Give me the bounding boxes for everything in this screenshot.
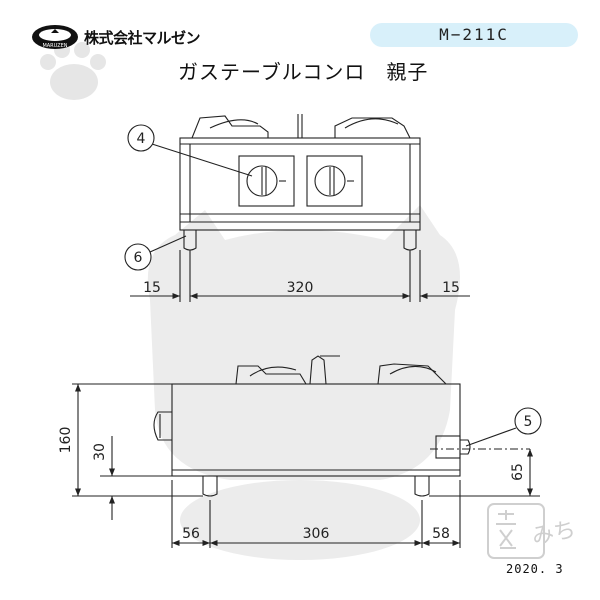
dim-front-width: 320 bbox=[287, 280, 314, 296]
dim-front-right: 15 bbox=[442, 280, 460, 296]
dim-inlet-height: 65 bbox=[510, 463, 526, 481]
issue-date: 2020. 3 bbox=[506, 562, 564, 576]
dim-side-left: 56 bbox=[182, 526, 200, 542]
callout-6: 6 bbox=[124, 243, 152, 271]
stamp-watermark bbox=[487, 503, 545, 559]
company-name: 株式会社マルゼン bbox=[84, 28, 201, 47]
svg-text:6: 6 bbox=[134, 250, 143, 266]
maruzen-logo-icon: MARUZEN bbox=[32, 25, 78, 49]
dim-foot-height: 30 bbox=[92, 443, 108, 461]
page-title: ガステーブルコンロ 親子 bbox=[178, 60, 429, 84]
front-view bbox=[130, 114, 470, 302]
paw-icon bbox=[40, 42, 106, 100]
dim-front-left: 15 bbox=[143, 280, 161, 296]
dim-side-depth: 306 bbox=[303, 526, 330, 542]
logo-sub: MARUZEN bbox=[42, 43, 67, 49]
svg-text:4: 4 bbox=[137, 131, 146, 147]
dim-side-right: 58 bbox=[432, 526, 450, 542]
dim-height: 160 bbox=[58, 427, 74, 454]
side-view bbox=[72, 355, 540, 548]
brand: MARUZEN 株式会社マルゼン bbox=[30, 24, 201, 50]
svg-text:5: 5 bbox=[524, 414, 533, 430]
stamp-text: みち bbox=[530, 517, 578, 549]
model-badge: M−211C bbox=[370, 23, 578, 47]
callout-5: 5 bbox=[514, 407, 542, 435]
callout-4: 4 bbox=[127, 124, 155, 152]
